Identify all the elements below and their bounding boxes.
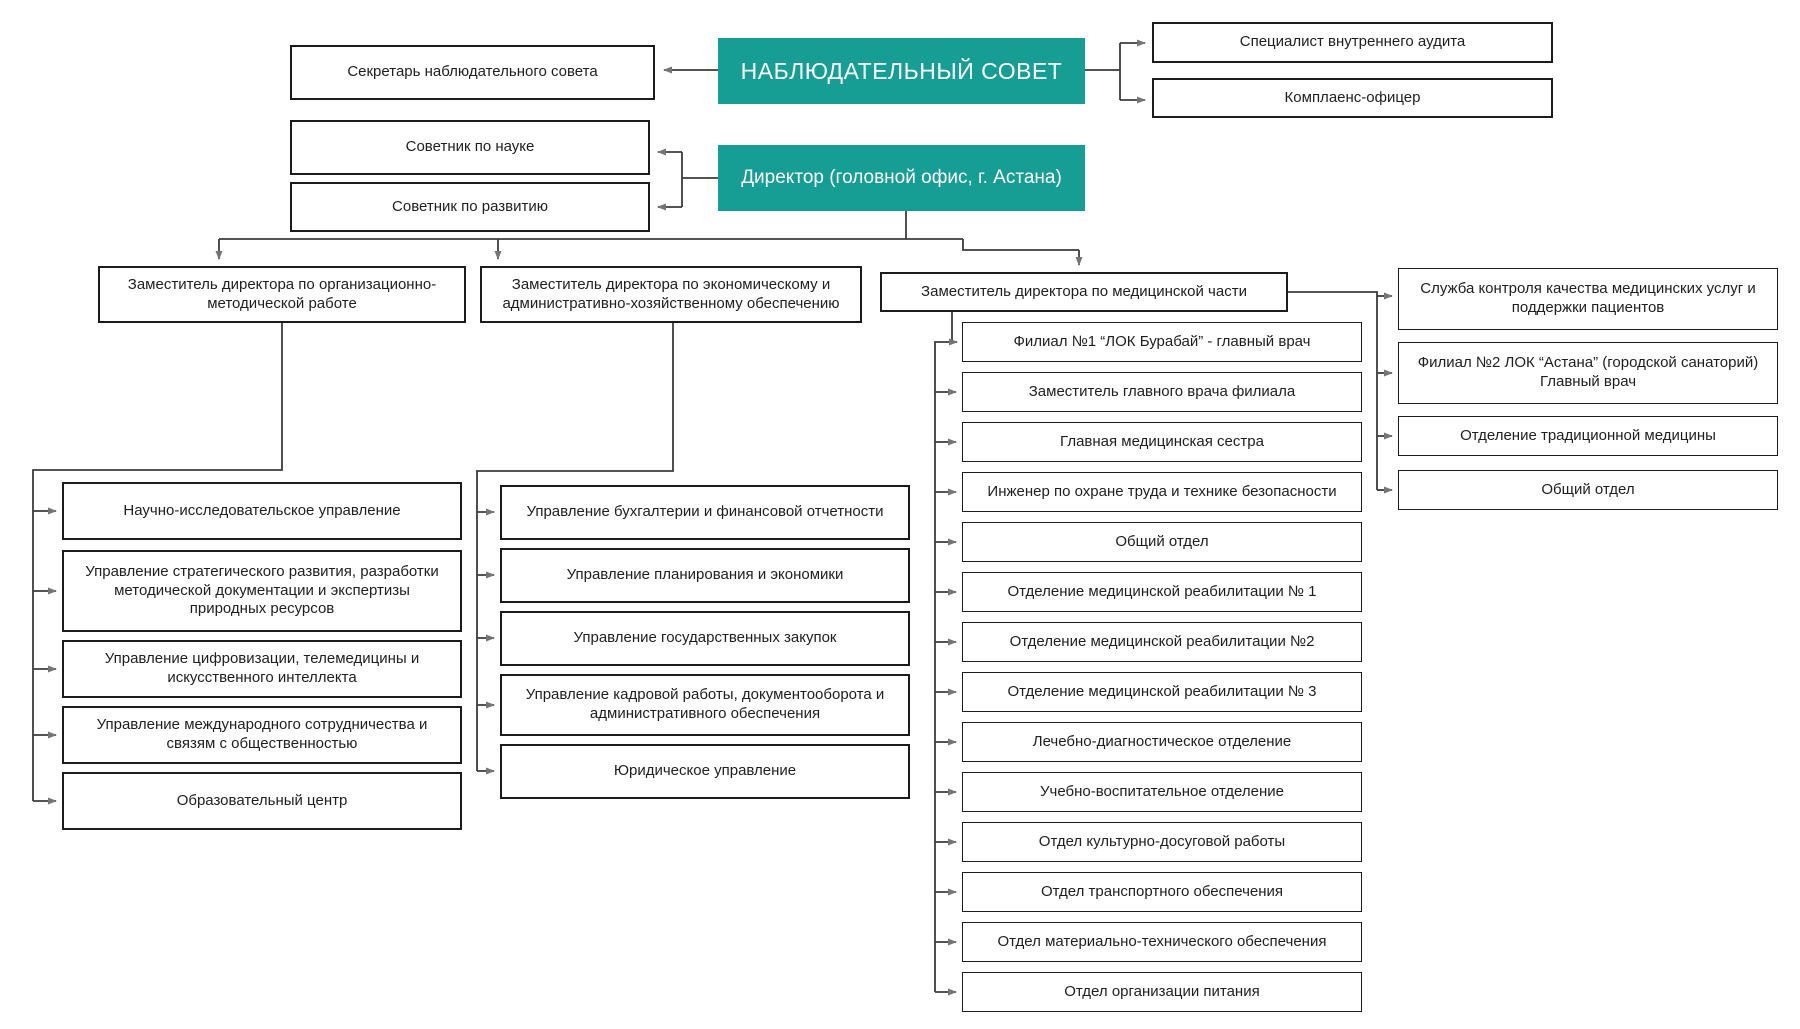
node-deputy-econ-admin: Заместитель директора по экономическому … — [480, 266, 862, 323]
medical-unit: Учебно-воспитательное отделение — [962, 772, 1362, 812]
medical-unit: Отдел транспортного обеспечения — [962, 872, 1362, 912]
medical-unit: Отдел материально-технического обеспечен… — [962, 922, 1362, 962]
econ-admin-unit: Управление кадровой работы, документообо… — [500, 674, 910, 736]
medical-unit: Филиал №1 “ЛОК Бурабай” - главный врач — [962, 322, 1362, 362]
node-secretary: Секретарь наблюдательного совета — [290, 45, 655, 100]
node-compliance-officer: Комплаенс-офицер — [1152, 78, 1553, 118]
econ-admin-unit: Управление государственных закупок — [500, 611, 910, 666]
org-method-unit: Управление международного сотрудничества… — [62, 706, 462, 764]
org-method-unit: Образовательный центр — [62, 772, 462, 830]
org-method-unit: Научно-исследовательское управление — [62, 482, 462, 540]
medical-unit: Отделение медицинской реабилитации №2 — [962, 622, 1362, 662]
node-development-advisor: Советник по развитию — [290, 182, 650, 232]
medical-unit: Отделение медицинской реабилитации № 1 — [962, 572, 1362, 612]
medical-side-unit: Общий отдел — [1398, 470, 1778, 510]
node-internal-audit: Специалист внутреннего аудита — [1152, 22, 1553, 63]
medical-unit: Главная медицинская сестра — [962, 422, 1362, 462]
medical-side-unit: Отделение традиционной медицины — [1398, 416, 1778, 456]
medical-side-unit: Служба контроля качества медицинских усл… — [1398, 268, 1778, 330]
medical-unit: Общий отдел — [962, 522, 1362, 562]
org-method-unit: Управление стратегического развития, раз… — [62, 550, 462, 632]
medical-unit: Заместитель главного врача филиала — [962, 372, 1362, 412]
econ-admin-unit: Юридическое управление — [500, 744, 910, 799]
org-method-unit: Управление цифровизации, телемедицины и … — [62, 640, 462, 698]
node-deputy-org-method: Заместитель директора по организационно-… — [98, 266, 466, 323]
medical-unit: Отдел культурно-досуговой работы — [962, 822, 1362, 862]
node-supervisory-board: НАБЛЮДАТЕЛЬНЫЙ СОВЕТ — [718, 38, 1085, 104]
econ-admin-unit: Управление планирования и экономики — [500, 548, 910, 603]
medical-unit: Лечебно-диагностическое отделение — [962, 722, 1362, 762]
node-deputy-medical: Заместитель директора по медицинской час… — [880, 272, 1288, 312]
medical-unit: Отдел организации питания — [962, 972, 1362, 1012]
medical-unit: Инженер по охране труда и технике безопа… — [962, 472, 1362, 512]
node-director: Директор (головной офис, г. Астана) — [718, 145, 1085, 211]
node-science-advisor: Советник по науке — [290, 120, 650, 175]
medical-unit: Отделение медицинской реабилитации № 3 — [962, 672, 1362, 712]
econ-admin-unit: Управление бухгалтерии и финансовой отче… — [500, 485, 910, 540]
medical-side-unit: Филиал №2 ЛОК “Астана” (городской санато… — [1398, 342, 1778, 404]
